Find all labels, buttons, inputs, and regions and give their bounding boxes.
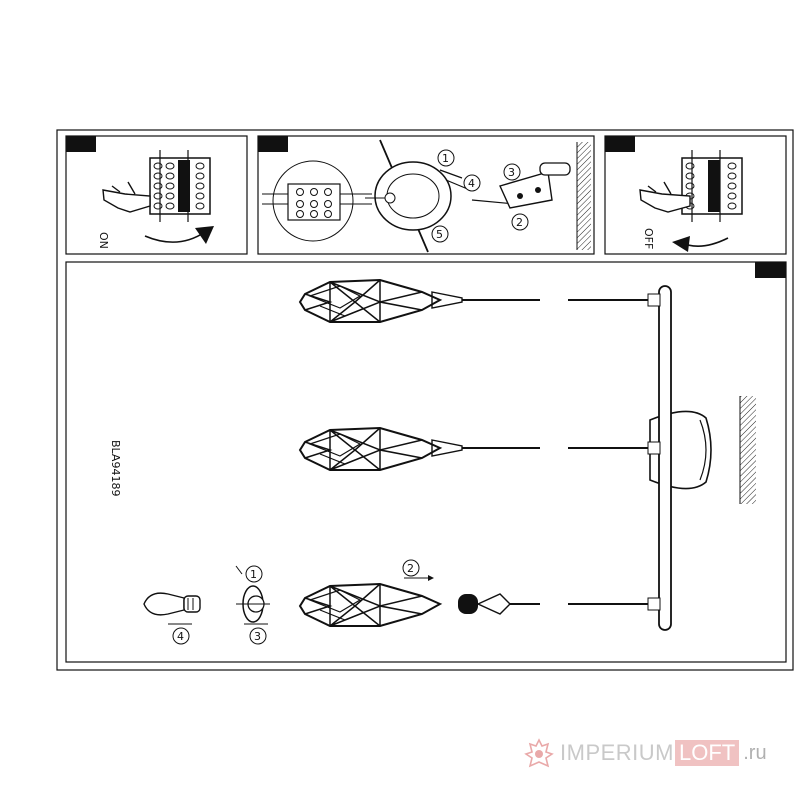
pendant-cable-middle bbox=[462, 441, 661, 455]
svg-text:3: 3 bbox=[254, 630, 261, 643]
pendant-cable-bottom bbox=[510, 597, 661, 611]
terminal-block bbox=[149, 150, 211, 222]
terminal-block bbox=[681, 150, 743, 222]
mounting-bar bbox=[658, 285, 672, 631]
mounting-bracket bbox=[499, 171, 553, 209]
page-frame bbox=[56, 129, 794, 671]
panel-main-assembly: 1 2 3 4 BLA94189 bbox=[65, 261, 787, 663]
assembly-step-4: 4 bbox=[168, 623, 192, 645]
svg-text:5: 5 bbox=[436, 228, 443, 241]
rotate-arrow-icon bbox=[144, 231, 206, 243]
canopy bbox=[374, 161, 452, 231]
panel-number-tag bbox=[605, 136, 635, 152]
svg-text:1: 1 bbox=[442, 152, 449, 165]
wall-hatch bbox=[577, 142, 591, 250]
assembly-step-3: 3 bbox=[244, 623, 268, 645]
brand-watermark: IMPERIUM LOFT .ru bbox=[524, 733, 800, 773]
svg-text:1: 1 bbox=[250, 568, 257, 581]
assembly-step-2: 2 bbox=[402, 559, 434, 581]
socket-holder bbox=[476, 593, 511, 615]
svg-text:3: 3 bbox=[508, 166, 515, 179]
step-5: 5 bbox=[431, 225, 449, 243]
panel-switch-on: ON bbox=[65, 135, 248, 255]
on-label: ON bbox=[97, 232, 110, 249]
bulb-ring bbox=[236, 585, 270, 623]
hand-icon bbox=[102, 181, 151, 213]
pendant-shade-middle bbox=[299, 427, 463, 471]
panel-switch-off: OFF bbox=[604, 135, 787, 255]
panel-number-tag bbox=[755, 262, 786, 278]
step-1: 1 bbox=[437, 149, 455, 167]
connector-block bbox=[262, 160, 372, 242]
hand-icon bbox=[639, 181, 691, 213]
pendant-shade-bottom bbox=[299, 583, 511, 627]
svg-text:4: 4 bbox=[177, 630, 184, 643]
wall-hatch bbox=[740, 396, 756, 504]
light-bulb-icon bbox=[143, 592, 201, 616]
panel-number-tag bbox=[66, 136, 96, 152]
step-2: 2 bbox=[511, 213, 529, 231]
svg-text:2: 2 bbox=[407, 562, 414, 575]
step-3: 3 bbox=[503, 163, 521, 181]
brand-name: IMPERIUM bbox=[560, 740, 674, 765]
screwdriver-icon bbox=[539, 162, 571, 176]
bulb-socket bbox=[458, 594, 478, 614]
step-4: 4 bbox=[463, 174, 481, 192]
pendant-shade-top bbox=[299, 279, 463, 323]
svg-text:2: 2 bbox=[516, 216, 523, 229]
brand-name-highlight: LOFT bbox=[675, 740, 740, 766]
assembly-step-1: 1 bbox=[235, 565, 263, 583]
svg-text:4: 4 bbox=[468, 177, 475, 190]
pendant-cable-top bbox=[462, 293, 661, 307]
panel-wiring: 1 2 3 4 5 bbox=[257, 135, 595, 255]
off-label: OFF bbox=[642, 228, 655, 249]
panel-number-tag bbox=[258, 136, 288, 152]
model-code: BLA94189 bbox=[109, 440, 122, 496]
brand-domain: .ru bbox=[743, 741, 767, 764]
brand-logo-icon bbox=[524, 738, 554, 768]
